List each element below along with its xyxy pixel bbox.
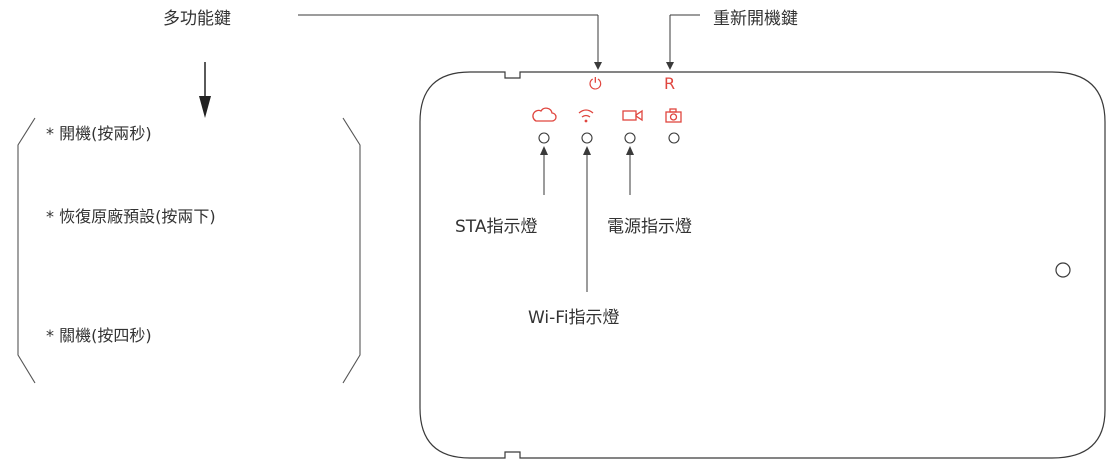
wifi-indicator-label: Wi-Fi指示燈 [528,308,620,328]
bullet: * [46,326,54,345]
camera-led [668,132,680,144]
cloud-icon [532,107,557,122]
sta-indicator-label: STA指示燈 [455,217,538,237]
wifi-pointer [583,146,591,292]
multi-function-callout-line [298,14,602,70]
power-button-icon: ⏻ [589,74,602,93]
power-pointer [626,146,634,195]
right-brace [342,117,361,384]
video-camera-icon [622,109,643,122]
power-led [624,132,636,144]
function-item-power-on: * 開機(按兩秒) [46,120,152,144]
reset-button-callout-label: 重新開機鍵 [713,9,798,29]
wifi-icon [578,109,594,123]
sta-pointer [540,146,548,195]
bullet: * [46,207,54,226]
multi-function-button-label: 多功能鍵 [163,9,231,29]
reset-button-label: R [664,74,676,93]
camera-icon [665,108,682,123]
wifi-led [581,132,593,144]
left-brace [17,117,36,384]
device-outline [419,71,1106,459]
reset-callout-line [666,14,700,70]
power-indicator-label: 電源指示燈 [607,217,692,237]
function-text: 關機(按四秒) [59,326,152,345]
function-text: 恢復原廠預設(按兩下) [59,207,216,226]
function-item-power-off: * 關機(按四秒) [46,322,152,346]
bullet: * [46,124,54,143]
sta-led [538,132,550,144]
device-hole [1055,262,1071,278]
function-text: 開機(按兩秒) [59,124,152,143]
down-arrow-icon [199,62,211,118]
function-item-factory-reset: * 恢復原廠預設(按兩下) [46,203,216,227]
